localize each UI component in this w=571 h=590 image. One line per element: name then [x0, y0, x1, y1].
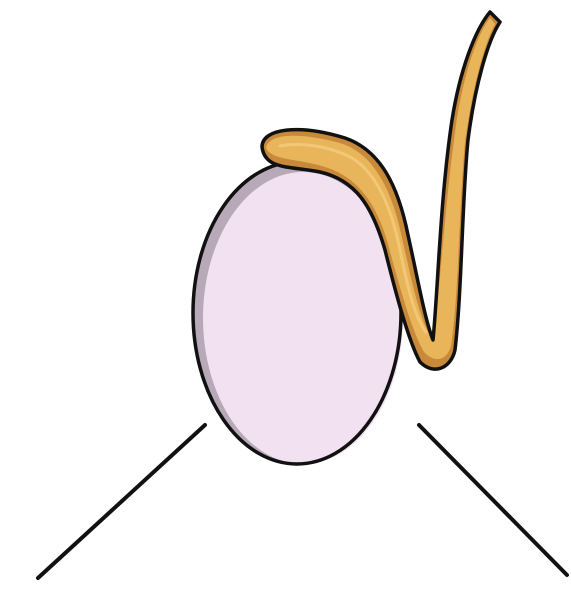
right-diagonal-line — [419, 425, 567, 575]
left-diagonal-line — [38, 425, 205, 578]
